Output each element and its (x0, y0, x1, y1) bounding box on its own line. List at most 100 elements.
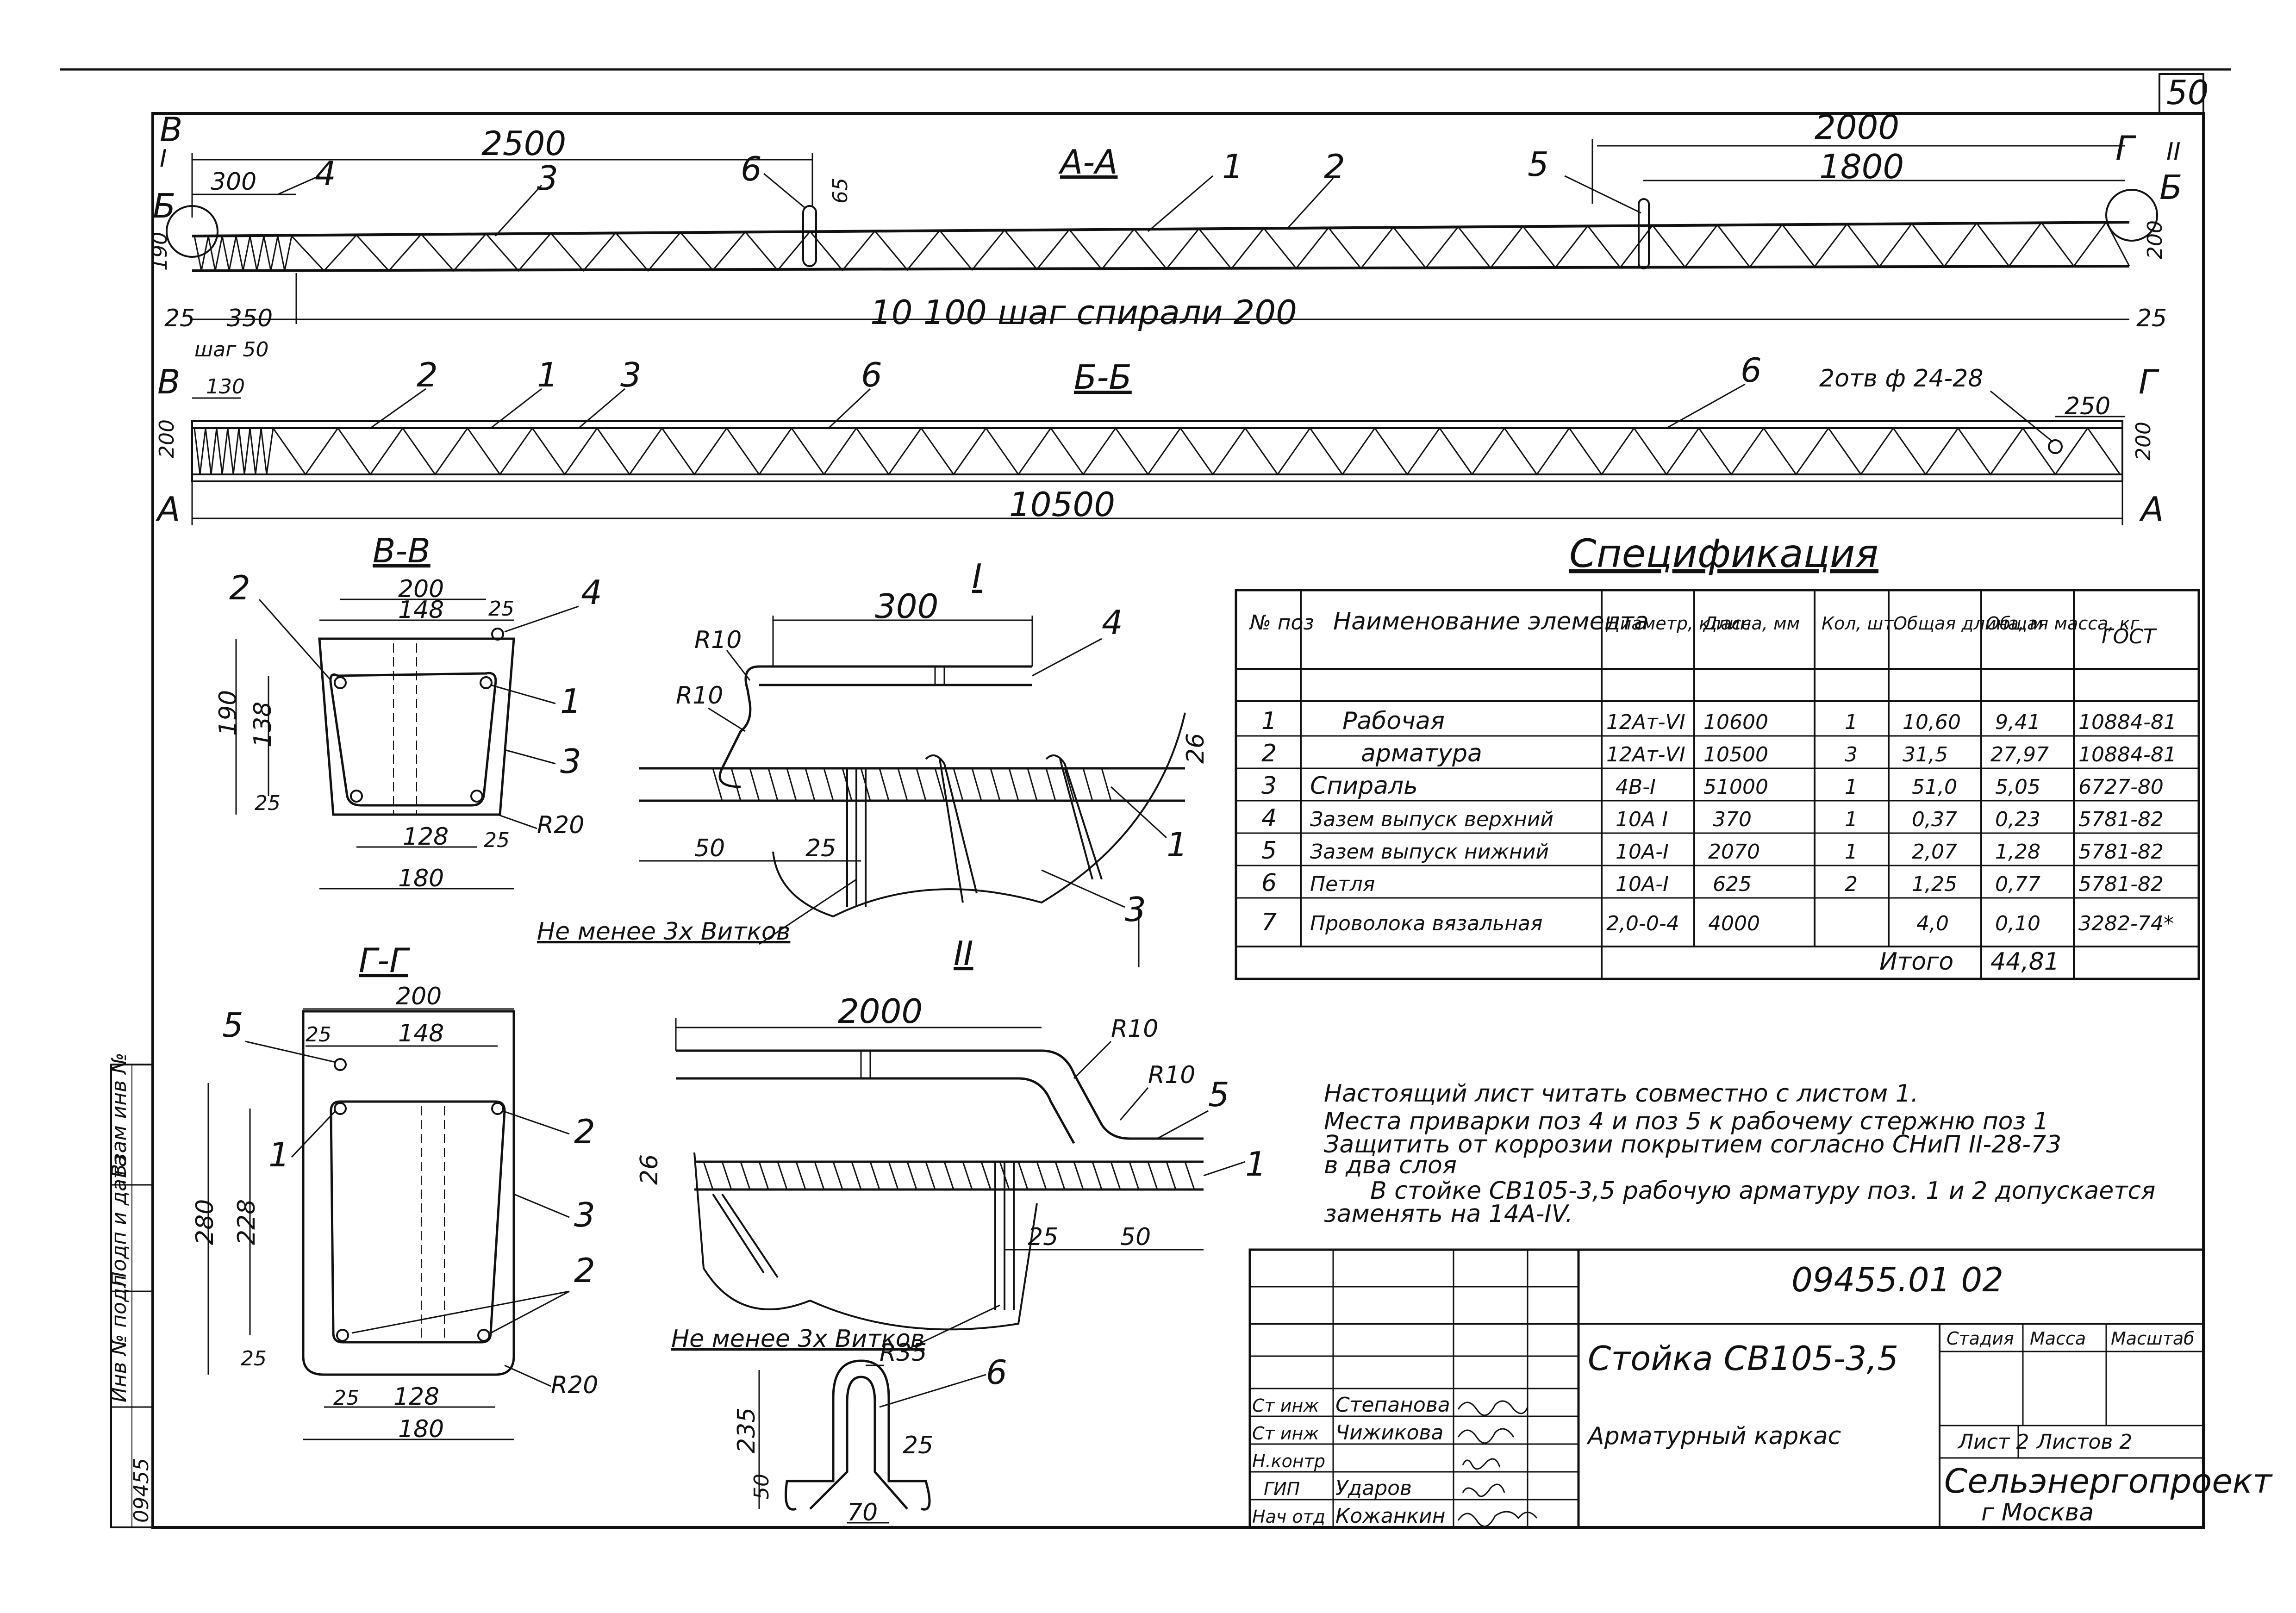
loop-dim-50: 50 (750, 1474, 774, 1500)
aa-mark-G: Г (2115, 129, 2136, 168)
spec-h-qty: Кол, шт. (1822, 613, 1899, 634)
note-line-5: В стойке СВ105-3,5 рабочую арматуру поз.… (1370, 1177, 2155, 1205)
vv-pos-1: 1 (560, 682, 581, 721)
spec-cell: 0,77 (1995, 872, 2040, 896)
stamp-role: Ст инж (1252, 1423, 1319, 1444)
d1-dim-50: 50 (694, 835, 725, 862)
spec-cell: 27,97 (1990, 743, 2049, 766)
note-line-1: Настоящий лист читать совместно с листом… (1324, 1080, 1918, 1108)
stamp-sheets: Листов 2 (2036, 1430, 2132, 1454)
gg-w200: 200 (396, 983, 442, 1010)
d1-r10b: R10 (676, 682, 723, 710)
spec-cell: 51000 (1703, 775, 1768, 799)
stamp-person: Кожанкин (1335, 1504, 1445, 1528)
vv-pos-4: 4 (581, 573, 602, 612)
d1-r10a: R10 (694, 626, 742, 654)
aa-pos-1: 1 (1222, 147, 1243, 186)
spec-h-gost: ГОСТ (2102, 625, 2157, 648)
gg-pos-2b: 2 (574, 1251, 595, 1290)
aa-mark-V: В (160, 110, 182, 149)
spec-h-len: Длина, мм (1703, 613, 1800, 634)
sidebar-labels: Взам инв № Подп и дата Инв № подл 09455 (107, 1052, 153, 1523)
stamp-city: г Москва (1981, 1499, 2094, 1526)
aa-dim-25-left: 25 (164, 305, 195, 332)
gg-h228: 228 (233, 1199, 261, 1245)
d2-pos-1: 1 (1245, 1145, 1267, 1183)
section-aa-title: А-А (1058, 143, 1118, 181)
aa-pos-2: 2 (1324, 147, 1345, 186)
aa-dim-350: 350 (227, 305, 273, 332)
spec-cell: 5781-82 (2078, 808, 2164, 831)
spec-cell: 3 (1845, 743, 1858, 766)
spec-cell: 10500 (1703, 743, 1768, 766)
signature-3 (1462, 1458, 1501, 1470)
d1-dim-25: 25 (805, 835, 836, 862)
d1-dim-300: 300 (875, 587, 938, 626)
spec-row: 4 Зазем выпуск верхний 10А I 370 1 0,37 … (1261, 804, 2164, 832)
bb-pos-3: 3 (620, 355, 642, 394)
spec-cell: 5 (1261, 837, 1277, 865)
loop-dim-235: 235 (733, 1407, 761, 1453)
note-line-4: в два слоя (1324, 1152, 1457, 1179)
vv-b25: 25 (255, 791, 281, 815)
stamp-code: 09455.01 02 (1791, 1260, 2003, 1299)
sheet-frame (151, 112, 2205, 1529)
aa-pos-6: 6 (741, 149, 762, 188)
spec-cell: 10884-81 (2078, 743, 2177, 766)
vv-w148: 148 (398, 596, 444, 624)
spec-cell: 10884-81 (2078, 710, 2177, 734)
bb-pos-6a: 6 (861, 355, 882, 394)
spec-cell: 0,37 (1912, 808, 1957, 831)
spec-cell: 6727-80 (2078, 775, 2164, 799)
detail-2-title: II (954, 934, 973, 973)
sidebar-sign-label: Подп и дата (107, 1154, 131, 1287)
d2-pos-5: 5 (1208, 1075, 1229, 1114)
spec-cell: Рабочая (1342, 707, 1445, 735)
vv-h138: 138 (249, 702, 277, 747)
note-line-6: заменять на 14А-IV. (1324, 1200, 1573, 1228)
spec-cell: 1,28 (1995, 840, 2040, 864)
spec-cell: 2 (1845, 872, 1858, 896)
stamp-sheet: Лист 2 (1957, 1430, 2029, 1454)
spec-cell: 625 (1713, 872, 1752, 896)
spec-cell: 4,0 (1916, 912, 1949, 935)
vv-w128: 128 (403, 823, 449, 851)
spec-h-mass: Общая масса, кг (1986, 613, 2140, 634)
spec-cell: Зазем выпуск верхний (1310, 808, 1554, 831)
spec-cell: 10,60 (1903, 710, 1961, 734)
sheet-number: 50 (2166, 73, 2209, 112)
d2-dim-26: 26 (636, 1154, 663, 1185)
aa-dim-2000: 2000 (1815, 108, 1899, 147)
spec-cell: арматура (1361, 740, 1482, 767)
section-bb-title: Б-Б (1074, 358, 1132, 397)
spec-row: 3 Спираль 4В-I 51000 1 51,0 5,05 6727-80 (1261, 772, 2164, 800)
spec-cell: Зазем выпуск нижний (1310, 840, 1549, 864)
aa-dim-200: 200 (2143, 220, 2167, 259)
d1-pos-3: 3 (1125, 890, 1146, 929)
gg-w128: 128 (393, 1383, 439, 1411)
vv-pos-2: 2 (229, 568, 250, 607)
spec-cell: 6 (1261, 869, 1277, 897)
spec-cell: 4 (1261, 804, 1277, 832)
spec-cell: 10А I (1616, 808, 1668, 831)
note-line-2: Места приварки поз 4 и поз 5 к рабочему … (1324, 1108, 2049, 1135)
aa-mark-B-right: Б (2159, 168, 2182, 207)
loop-pos-6: 6 (986, 1353, 1007, 1392)
stamp-mass: Масса (2030, 1328, 2086, 1349)
vv-w25b: 25 (484, 828, 510, 852)
aa-mark-II: II (2166, 138, 2181, 166)
spec-cell: Петля (1310, 872, 1375, 896)
spec-cell: 1 (1845, 840, 1858, 864)
aa-step-50: шаг 50 (194, 338, 268, 361)
spec-h-pos: № поз (1248, 611, 1314, 635)
vv-h190: 190 (214, 690, 242, 736)
d2-dim-25: 25 (1028, 1223, 1058, 1251)
gg-pos-3: 3 (574, 1196, 595, 1234)
spec-h-tlen: Общая длина, м (1893, 613, 2043, 634)
aa-dim-25-right: 25 (2136, 305, 2167, 332)
stamp-role: Нач отд (1252, 1507, 1325, 1527)
stamp-org: Сельэнергопроект (1944, 1462, 2273, 1501)
aa-mark-B-left: Б (153, 187, 175, 225)
gg-w180: 180 (398, 1415, 444, 1443)
